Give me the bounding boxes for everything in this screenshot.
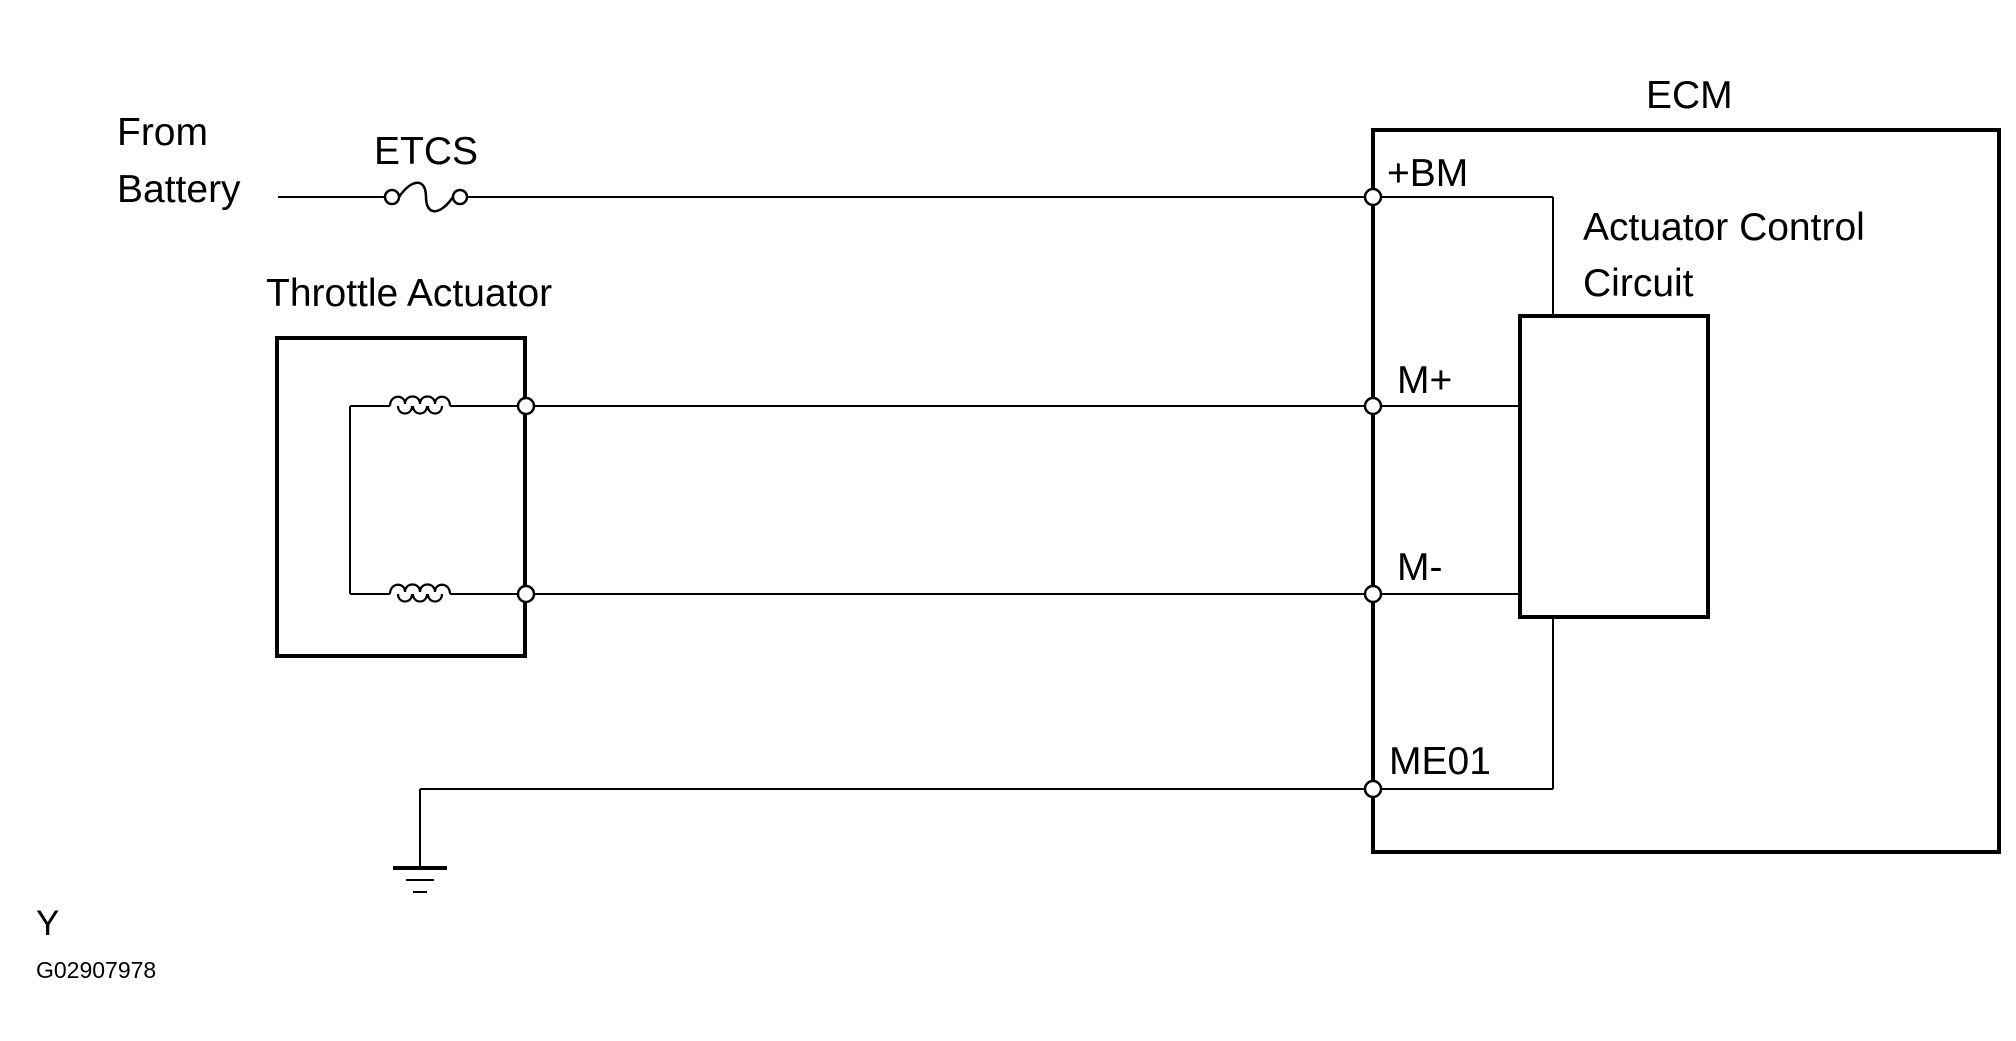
actuator-internal-wiring [349, 405, 518, 595]
ground-icon [393, 866, 447, 893]
battery-wire [278, 196, 1554, 316]
coil-bottom-icon [388, 583, 452, 603]
actuator-control-box [1518, 314, 1710, 619]
pin-me01-label: ME01 [1389, 740, 1491, 783]
ecm-terminal-mplus [1363, 396, 1383, 416]
ecm-terminal-mminus [1363, 584, 1383, 604]
corner-letter: Y [36, 904, 59, 943]
actuator-terminal-mplus [516, 396, 536, 416]
circuit-label: Circuit [1583, 262, 1694, 305]
ecm-terminal-me01 [1363, 779, 1383, 799]
pin-mminus-label: M- [1397, 546, 1442, 589]
throttle-actuator-box [275, 336, 527, 658]
coil-top-icon [388, 395, 452, 415]
figure-code: G02907978 [36, 957, 156, 983]
from-label: From [117, 111, 208, 154]
ecm-terminal-bm [1363, 187, 1383, 207]
me01-wire [419, 617, 1554, 868]
fuse-label: ETCS [374, 130, 478, 173]
actuator-terminal-mminus [516, 584, 536, 604]
ecm-box [1371, 128, 2001, 854]
fuse-icon [383, 181, 469, 213]
ecm-label: ECM [1646, 74, 1733, 117]
battery-label: Battery [117, 168, 241, 211]
pin-bm-label: +BM [1387, 152, 1468, 195]
actuator-control-label: Actuator Control [1583, 206, 1865, 249]
throttle-actuator-label: Throttle Actuator [266, 272, 552, 315]
pin-mplus-label: M+ [1397, 359, 1452, 402]
